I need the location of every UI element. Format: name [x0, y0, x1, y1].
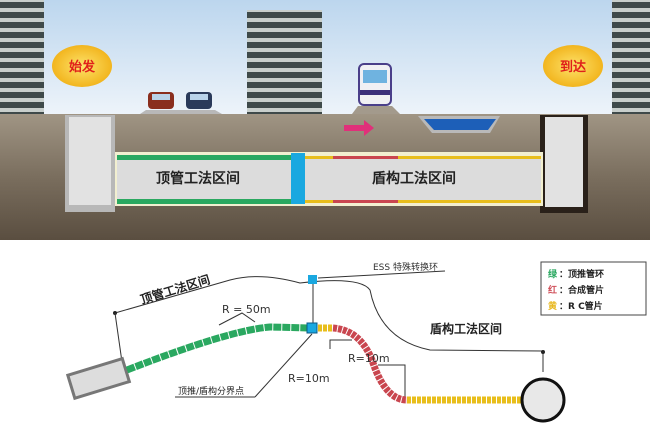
legend-key-green: 绿: [548, 268, 558, 280]
river: [424, 119, 496, 130]
scene-section: 始发 到达 顶管工法区间 盾构工法区间: [0, 0, 650, 240]
plan-shield-label: 盾构工法区间: [430, 321, 502, 336]
jacking-pipe-route: [125, 323, 311, 374]
r10a-marker: [329, 339, 352, 349]
radius-10-label-a: R=10m: [288, 372, 330, 385]
car-blue: [186, 92, 212, 109]
end-badge: [543, 45, 603, 87]
tunnel-inner: [117, 158, 541, 200]
boundary-label: 顶推/盾构分界点: [178, 385, 244, 397]
section-leader-line: [114, 276, 544, 372]
car-red: [148, 92, 174, 109]
ess-marker: [308, 275, 317, 284]
plan-jacking-label: 顶管工法区间: [138, 271, 211, 306]
composite-segment-top: [333, 156, 398, 159]
start-shaft-inner: [69, 117, 111, 205]
legend-box: [540, 261, 647, 316]
leader-dot-end: [541, 350, 545, 354]
legend-text-red: ：合成管片: [559, 284, 604, 296]
ess-label-leader: [317, 270, 446, 279]
building-middle: [247, 10, 322, 114]
end-label: 到达: [560, 59, 586, 75]
radius-10-label-b: R=10m: [348, 352, 390, 365]
rail-embankment: [352, 106, 400, 114]
train-icon: [358, 63, 392, 106]
legend-text-yellow: ：R C管片: [559, 300, 603, 312]
rc-segment-top: [305, 156, 541, 159]
jacking-ring-bottom: [117, 199, 291, 204]
jacking-section-label: 顶管工法区间: [156, 170, 240, 187]
start-badge: [52, 45, 112, 87]
legend: 绿 ：顶推管环 红 ：合成管片 黄 ：R C管片: [540, 261, 647, 316]
road: [140, 110, 222, 114]
rc-segment-bottom: [305, 200, 541, 203]
leader-start-drop: [114, 312, 123, 363]
legend-text-green: ：顶推管环: [559, 268, 604, 280]
r10b-marker: [378, 364, 406, 400]
plan-section: 顶管工法区间 盾构工法区间 ESS 特殊转换环 顶推/盾构分界点 R = 50m…: [65, 261, 566, 423]
r50-marker: [218, 312, 256, 326]
arrival-shaft: [520, 377, 566, 423]
building-left: [0, 0, 44, 114]
start-label: 始发: [69, 59, 96, 75]
legend-key-red: 红: [548, 284, 557, 296]
boundary-ess-box: [306, 322, 318, 334]
direction-arrow-icon: [344, 120, 374, 136]
composite-route: [332, 324, 408, 404]
building-right: [612, 0, 650, 114]
composite-segment-bottom: [333, 200, 398, 203]
launch-shaft: [65, 356, 132, 401]
end-shaft-inner: [545, 117, 583, 207]
jacking-ring-top: [117, 155, 291, 160]
radius-50-label: R = 50m: [222, 303, 271, 316]
ess-label: ESS 特殊转换环: [373, 261, 438, 273]
boundary-leader: [254, 333, 313, 398]
legend-key-yellow: 黄: [548, 300, 557, 312]
shield-section-label: 盾构工法区间: [372, 170, 456, 187]
ess-ring: [291, 153, 305, 204]
